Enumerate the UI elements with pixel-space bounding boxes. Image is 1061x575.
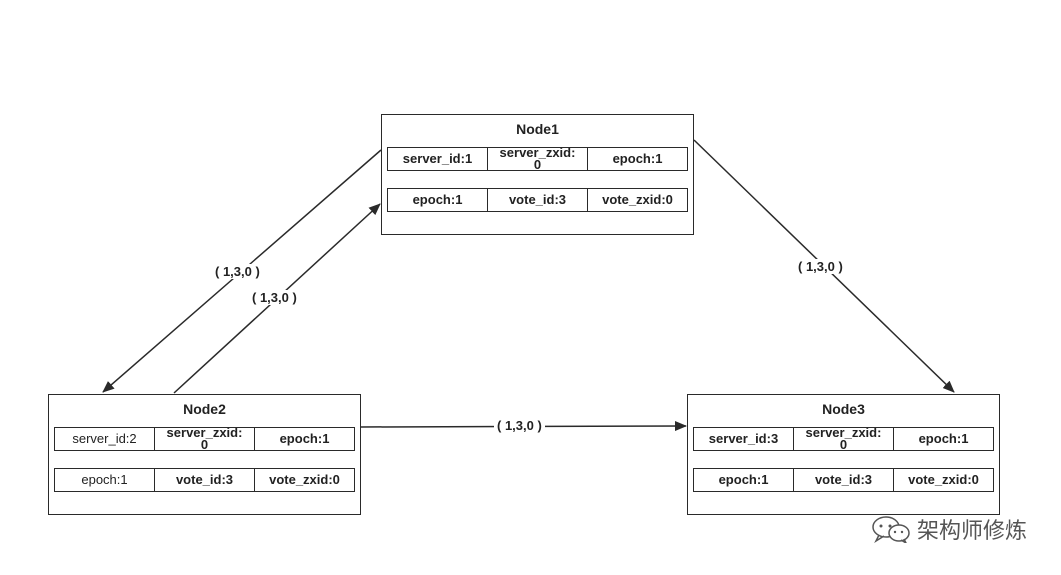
node1-server-id: server_id:1 xyxy=(402,151,473,166)
node3-title: Node3 xyxy=(822,401,865,417)
node1-box: Node1 server_id:1 server_zxid: 0 epoch:1… xyxy=(381,114,694,235)
node1-title: Node1 xyxy=(516,121,559,137)
node2-box: Node2 server_id:2 server_zxid: 0 epoch:1… xyxy=(48,394,361,515)
node2-server-row: server_id:2 server_zxid: 0 epoch:1 xyxy=(54,427,355,451)
edge-label-node1-to-node3: ( 1,3,0 ) xyxy=(795,259,846,274)
node3-vote-zxid: vote_zxid:0 xyxy=(893,469,993,491)
node1-vote-row: epoch:1 vote_id:3 vote_zxid:0 xyxy=(387,188,688,212)
node3-vote-row: epoch:1 vote_id:3 vote_zxid:0 xyxy=(693,468,994,492)
node1-vote-id: vote_id:3 xyxy=(487,189,587,211)
node1-server-zxid: server_zxid: 0 xyxy=(487,148,587,170)
watermark-text: 架构师修炼 xyxy=(916,519,1027,544)
node2-vote-zxid: vote_zxid:0 xyxy=(254,469,354,491)
node3-epoch: epoch:1 xyxy=(893,428,993,450)
wechat-icon xyxy=(871,515,911,545)
node2-vote-row: epoch:1 vote_id:3 vote_zxid:0 xyxy=(54,468,355,492)
node2-title: Node2 xyxy=(183,401,226,417)
node1-vote-epoch: epoch:1 xyxy=(412,192,463,207)
node3-server-row: server_id:3 server_zxid: 0 epoch:1 xyxy=(693,427,994,451)
edge-label-node2-to-node1: ( 1,3,0 ) xyxy=(249,290,300,305)
node3-server-zxid: server_zxid: 0 xyxy=(793,428,893,450)
node3-server-id: server_id:3 xyxy=(708,431,779,446)
node3-vote-epoch: epoch:1 xyxy=(718,472,769,487)
node2-server-id: server_id:2 xyxy=(72,431,137,446)
node1-vote-zxid: vote_zxid:0 xyxy=(587,189,687,211)
watermark: 架构师修炼 xyxy=(871,513,1027,545)
node1-server-row: server_id:1 server_zxid: 0 epoch:1 xyxy=(387,147,688,171)
node2-epoch: epoch:1 xyxy=(254,428,354,450)
node2-vote-id: vote_id:3 xyxy=(154,469,254,491)
node1-epoch: epoch:1 xyxy=(587,148,687,170)
edge-label-node2-to-node3: ( 1,3,0 ) xyxy=(494,418,545,433)
node2-server-zxid: server_zxid: 0 xyxy=(154,428,254,450)
node3-vote-id: vote_id:3 xyxy=(793,469,893,491)
node3-box: Node3 server_id:3 server_zxid: 0 epoch:1… xyxy=(687,394,1000,515)
edge-label-node1-to-node2: ( 1,3,0 ) xyxy=(212,264,263,279)
node2-vote-epoch: epoch:1 xyxy=(81,472,128,487)
